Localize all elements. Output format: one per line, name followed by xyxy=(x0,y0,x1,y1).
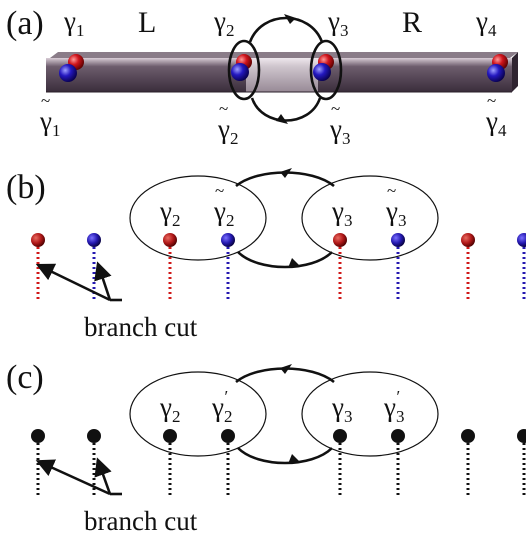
panel-b-letter: (b) xyxy=(6,169,46,206)
majorana-dot-red xyxy=(163,233,177,247)
majorana-dot-blue xyxy=(391,233,405,247)
panel-a-letter: (a) xyxy=(6,5,44,42)
ellipse-right-pair xyxy=(309,39,343,101)
panel-a-top-labels: γ1 L γ2 γ3 R γ4 xyxy=(63,6,497,40)
label-gamma-tilde-1: γ1 xyxy=(39,106,60,140)
label-R: R xyxy=(402,6,422,39)
braid-arrow-top xyxy=(248,16,324,43)
blue-sphere xyxy=(313,63,331,81)
majorana-dot-black xyxy=(221,429,235,443)
majorana-dot-red xyxy=(333,233,347,247)
panel-c: (c) γ2 γ2′ γ3 γ3′ xyxy=(6,359,526,536)
label-gamma-2-c: γ2 xyxy=(159,392,180,426)
tilde-3: ~ xyxy=(331,99,340,118)
panel-a: (a) γ1 L γ2 γ3 R γ4 xyxy=(6,5,518,148)
label-gamma-tilde-4: γ4 xyxy=(485,106,507,140)
braid-arrow-bottom-c xyxy=(237,447,333,465)
label-gamma-tilde-3-b: γ3 xyxy=(385,196,406,230)
ellipse-left-c xyxy=(129,371,267,457)
label-gamma-3-b: γ3 xyxy=(331,196,352,230)
ellipse-right-b xyxy=(301,175,439,261)
panel-c-ellipse-labels: γ2 γ2′ γ3 γ3′ xyxy=(159,387,404,426)
label-gamma-tilde-3: γ3 xyxy=(329,114,350,148)
label-gamma-2-b: γ2 xyxy=(159,196,180,230)
label-gamma-tilde-2: γ2 xyxy=(217,114,238,148)
blue-sphere xyxy=(487,64,505,82)
branch-cut-arrows-c xyxy=(35,457,122,496)
majorana-dot-black xyxy=(163,429,177,443)
majorana-dot-blue xyxy=(517,233,526,247)
branch-cut-label-c: branch cut xyxy=(84,506,198,536)
tilde-2-b: ~ xyxy=(215,181,224,200)
tilde-4: ~ xyxy=(487,91,496,110)
braid-arrowhead-bottom-c xyxy=(288,454,300,464)
braid-arrowhead-top-b xyxy=(280,168,292,178)
nanowire-bar xyxy=(46,52,518,93)
tilde-2: ~ xyxy=(219,99,228,118)
braid-arrow-bottom xyxy=(250,97,322,122)
panel-c-letter: (c) xyxy=(6,359,44,396)
majorana-dot-red xyxy=(461,233,475,247)
braid-arrow-bottom-b xyxy=(237,251,333,269)
blue-sphere xyxy=(231,63,249,81)
branch-cut-arrows-b xyxy=(35,261,122,302)
ellipse-left-b xyxy=(129,175,267,261)
ellipse-left-pair xyxy=(227,39,261,101)
label-gamma-tilde-2-b: γ2 xyxy=(213,196,234,230)
majorana-spheres xyxy=(59,54,508,82)
panel-a-bottom-labels: γ1 ~ γ2 ~ γ3 ~ γ4 ~ xyxy=(39,91,507,148)
tilde-3-b: ~ xyxy=(387,181,396,200)
braid-arrowhead-bottom-b xyxy=(288,258,300,268)
majorana-dot-black xyxy=(87,429,101,443)
panel-b-ellipse-labels: γ2 γ2 ~ γ3 γ3 ~ xyxy=(159,181,406,230)
tilde-1: ~ xyxy=(41,91,50,110)
majorana-dot-black xyxy=(461,429,475,443)
label-gamma-1: γ1 xyxy=(63,6,84,40)
braid-arrowhead-bottom xyxy=(276,114,288,124)
majorana-dot-blue xyxy=(87,233,101,247)
majorana-dot-black xyxy=(517,429,526,443)
majorana-dot-black xyxy=(391,429,405,443)
label-gamma-3-c: γ3 xyxy=(331,392,352,426)
majorana-dot-black xyxy=(333,429,347,443)
label-gamma-4: γ4 xyxy=(475,6,497,40)
braid-arrowhead-top xyxy=(284,14,296,24)
panel-c-dots xyxy=(31,429,526,496)
majorana-dot-blue xyxy=(221,233,235,247)
majorana-dot-black xyxy=(31,429,45,443)
label-L: L xyxy=(138,6,156,39)
blue-sphere xyxy=(59,64,77,82)
ellipse-right-c xyxy=(301,371,439,457)
braid-arrowhead-top-c xyxy=(280,364,292,374)
majorana-dot-red xyxy=(31,233,45,247)
label-gamma-3: γ3 xyxy=(327,6,348,40)
panel-b: (b) γ2 γ2 ~ γ3 γ3 ~ xyxy=(6,168,526,342)
branch-cut-label-b: branch cut xyxy=(84,312,198,342)
label-gamma-prime-3-c: γ3′ xyxy=(383,387,404,426)
label-gamma-2: γ2 xyxy=(213,6,234,40)
label-gamma-prime-2-c: γ2′ xyxy=(211,387,232,426)
